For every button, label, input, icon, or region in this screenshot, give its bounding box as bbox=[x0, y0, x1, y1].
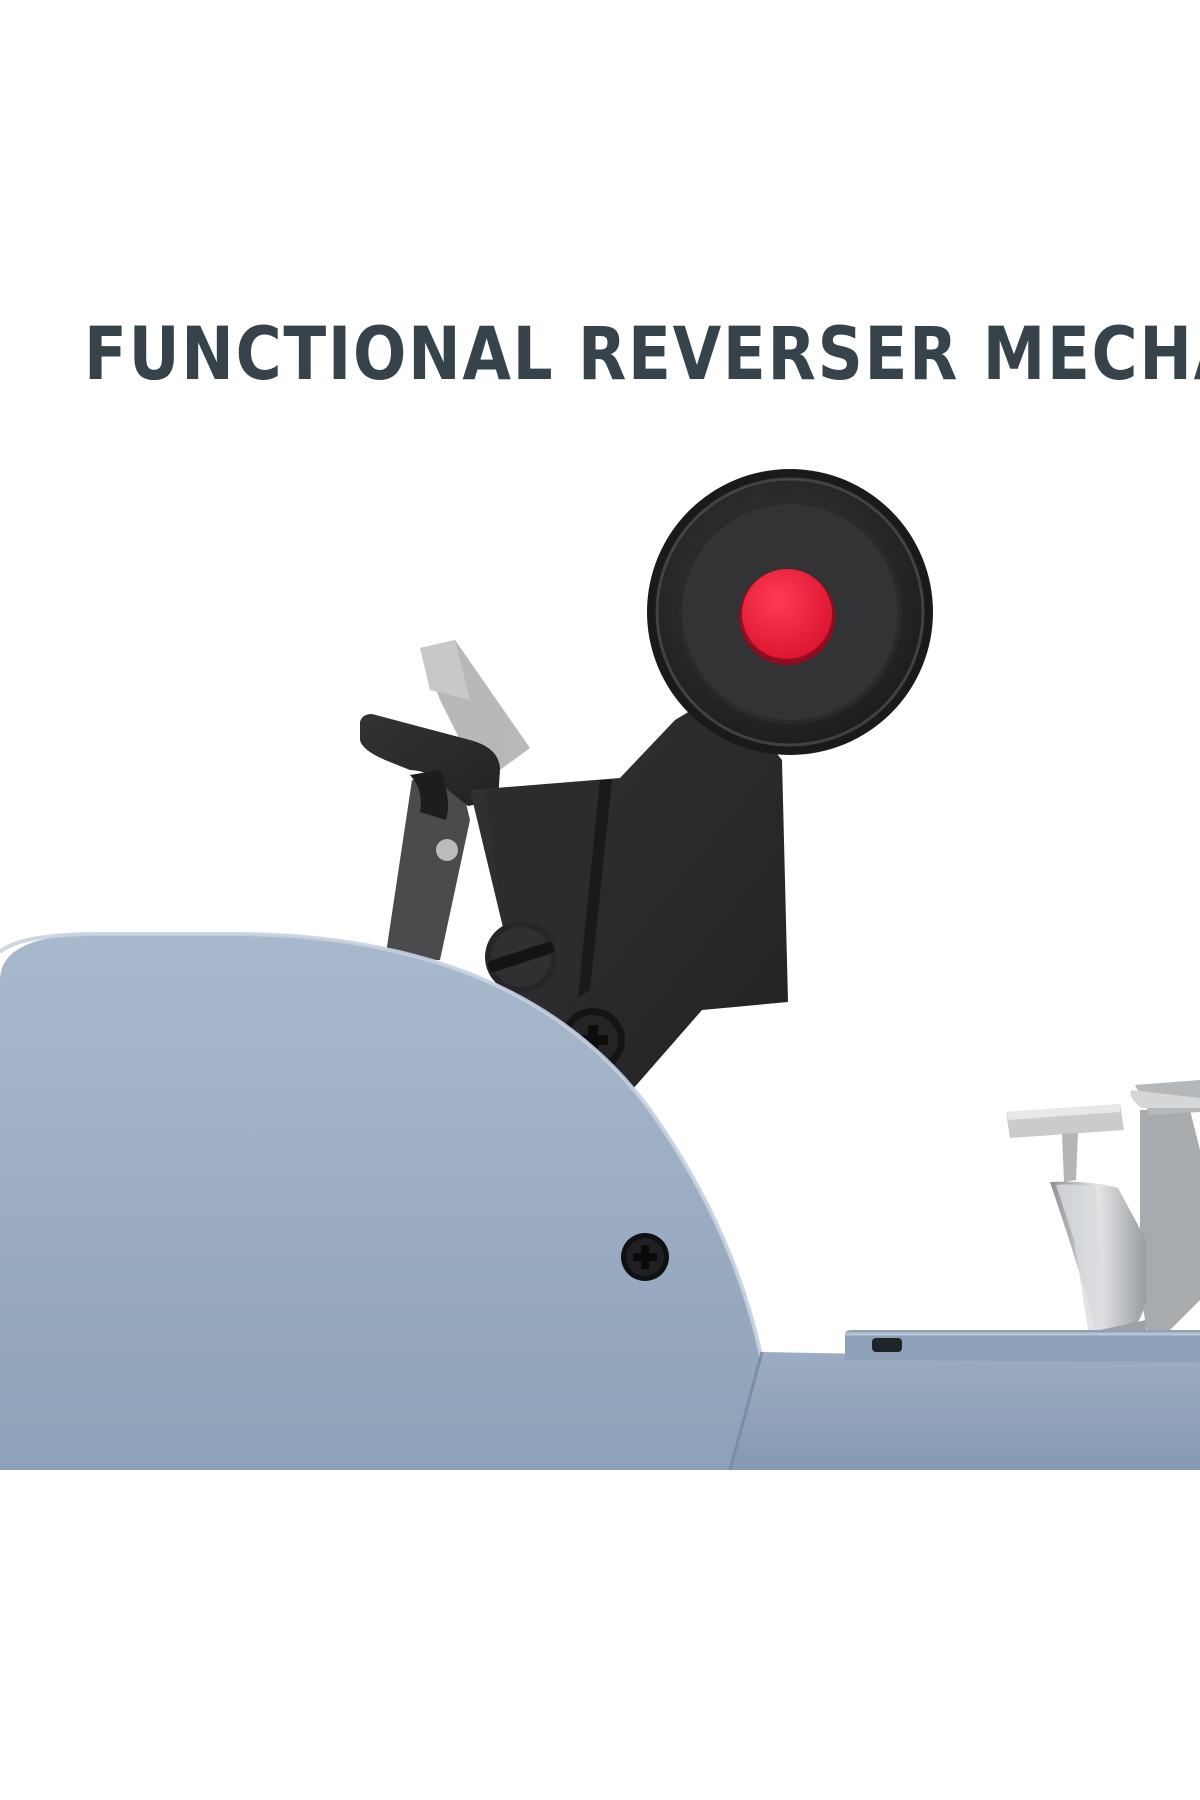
red-push-button-icon bbox=[739, 569, 835, 665]
slotted-screw-icon bbox=[485, 921, 557, 993]
reverser-latch-icon bbox=[360, 714, 500, 820]
housing-screw-icon bbox=[621, 1233, 669, 1281]
silver-levers-icon bbox=[1006, 1080, 1200, 1350]
headline: FUNCTIONAL REVERSER MECHANISM bbox=[84, 312, 1200, 397]
reverser-latch-ghost bbox=[420, 640, 530, 770]
reverser-lever-icon bbox=[470, 690, 788, 1092]
quadrant-housing bbox=[0, 932, 1200, 1471]
